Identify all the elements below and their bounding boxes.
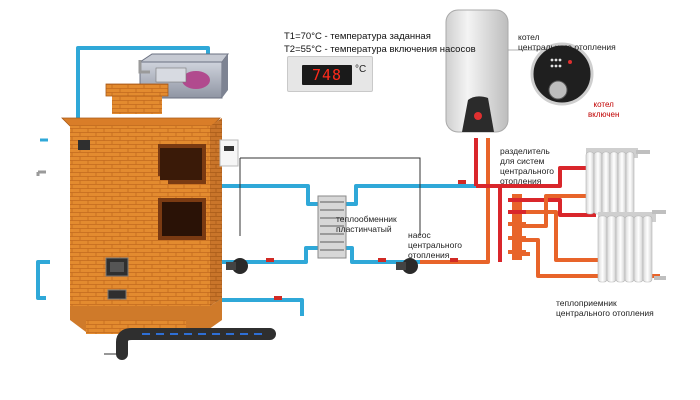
hot-pipes [420,138,660,278]
room-thermostat [219,139,239,167]
thermostat-panel: 748 °C [287,56,373,92]
legend-t2: Т2=55°С - температура включения насосов [284,44,476,55]
radiator-upper [585,148,650,215]
thermostat-display: 748 [302,65,352,85]
boiler-control-zoom [508,42,594,106]
central-heating-pump [396,258,418,274]
temperature-legend: Т1=70°С - температура заданная Т2=55°С -… [284,30,476,56]
cold-pipes [36,46,480,316]
central-heating-boiler [445,9,509,133]
legend-t1: Т1=70°С - температура заданная [284,31,431,42]
plate-heat-exchanger [317,195,347,259]
water-supply-pipe [36,170,46,176]
label-boiler-on: котел включен [588,100,620,119]
brick-stove [61,83,222,334]
valves [266,180,466,300]
radiator-lower [597,210,666,283]
sensor-wire [240,157,421,236]
floor-duct [104,328,276,360]
label-pump: насос центрального отопления [408,230,462,260]
stove-pump [226,258,248,274]
distributor-manifold [508,194,526,260]
label-boiler: котел центрального отопления [518,32,616,52]
label-heat-receiver: теплоприемник центрального отопления [556,298,654,318]
thermostat-unit: °C [355,64,367,75]
label-heat-exchanger: теплообменник пластинчатый [336,214,397,234]
label-distributor: разделитель для систем центрального отоп… [500,146,554,186]
